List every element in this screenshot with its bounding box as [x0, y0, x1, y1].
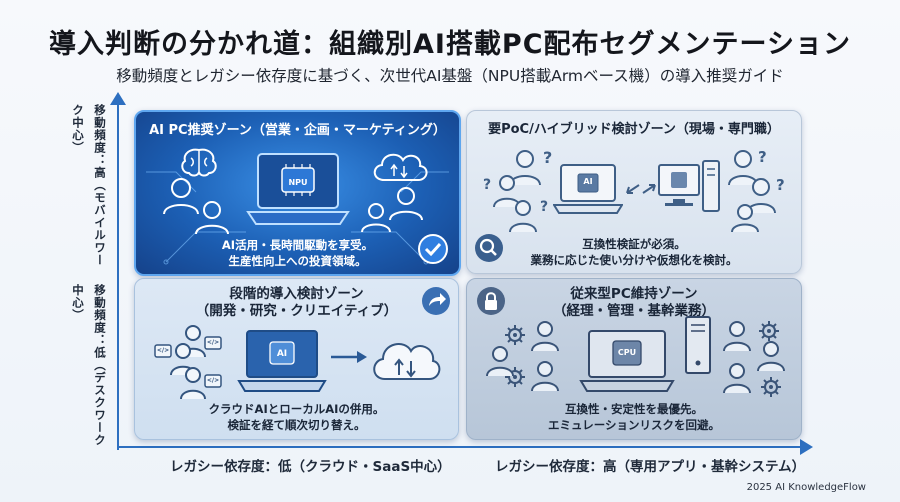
- gear-icon: [761, 377, 781, 397]
- x-axis-arrow-icon: [800, 439, 813, 455]
- quadrant-title: 要PoC/ハイブリッド検討ゾーン（現場・専門職）: [488, 122, 780, 137]
- quadrant-description: AI活用・長時間駆動を享受。 生産性向上への投資領域。: [221, 238, 374, 268]
- developer-icon: [180, 367, 222, 400]
- page-title: 導入判断の分かれ道：組織別AI搭載PC配布セグメンテーション: [48, 29, 851, 60]
- check-badge-icon: [418, 234, 448, 264]
- user-icon: [731, 204, 759, 233]
- ai-chip-label: AI: [276, 349, 288, 359]
- x-axis-label-low: レガシー依存度：低（クラウド・SaaS中心）: [170, 459, 451, 475]
- user-question-icon: ?: [509, 199, 548, 233]
- y-axis-label-high: 移動頻度：高（モバイルワーク中心）: [71, 104, 107, 267]
- gear-icon: [505, 325, 525, 345]
- user-icon: [723, 321, 751, 352]
- user-icon: [757, 341, 785, 372]
- svg-text:?: ?: [483, 177, 491, 193]
- x-axis-label-high: レガシー依存度：高（専用アプリ・基幹システム）: [495, 459, 806, 475]
- user-question-icon: ?: [509, 148, 552, 186]
- user-icon: [195, 201, 229, 235]
- brain-icon: [181, 148, 217, 177]
- user-icon: [723, 363, 751, 394]
- cloud-sync-icon: [373, 343, 441, 380]
- page-subtitle: 移動頻度とレガシー依存度に基づく、次世代AI基盤（NPU搭載Armベース機）の導…: [116, 67, 784, 85]
- gear-icon: [759, 321, 779, 341]
- y-axis-label-low: 移動頻度：低（デスクワーク中心）: [71, 284, 107, 447]
- x-axis: [118, 446, 803, 448]
- laptop-cpu-icon: [579, 330, 675, 392]
- credit: 2025 AI KnowledgeFlow: [746, 482, 866, 493]
- right-arrow-icon: [331, 351, 367, 363]
- search-icon: [475, 234, 503, 262]
- ai-chip-label: AI: [583, 177, 593, 186]
- quadrant-description: 互換性・安定性を最優先。 エミュレーションリスクを回避。: [547, 402, 721, 432]
- quadrant-title: AI PC推奨ゾーン（営業・企画・マーケティング）: [149, 123, 446, 138]
- exchange-arrow-icon: [626, 184, 656, 194]
- user-icon: [486, 346, 514, 377]
- y-axis-arrow-icon: [110, 92, 126, 105]
- npu-chip-label: NPU: [288, 178, 308, 187]
- desktop-pc-icon: [658, 160, 720, 212]
- cloud-sync-icon: [373, 153, 428, 181]
- code-glyph: </>: [156, 347, 170, 354]
- svg-text:?: ?: [540, 199, 548, 215]
- user-question-icon: ?: [483, 175, 521, 208]
- quadrant-description: クラウドAIとローカルAIの併用。 検証を経て順次切り替え。: [208, 402, 385, 432]
- cpu-chip-label: CPU: [617, 348, 637, 357]
- svg-text:?: ?: [543, 148, 552, 167]
- quadrant-title: 従来型PC維持ゾーン （経理・管理・基幹業務）: [553, 286, 715, 319]
- lock-icon: [477, 287, 505, 315]
- y-axis: [117, 100, 119, 450]
- svg-text:?: ?: [758, 148, 767, 166]
- svg-text:?: ?: [776, 176, 785, 194]
- desktop-tower-icon: [685, 316, 711, 374]
- user-icon: [361, 203, 391, 233]
- code-glyph: </>: [206, 377, 220, 384]
- user-icon: [531, 361, 559, 392]
- quadrant-phased-adoption: 段階的導入検討ゾーン （開発・研究・クリエイティブ） </> </> </> A…: [134, 278, 459, 440]
- quadrant-description: 互換性検証が必須。 業務に応じた使い分けや仮想化を検討。: [530, 237, 738, 267]
- laptop-ai-icon: [237, 330, 327, 392]
- share-arrow-icon: [422, 287, 450, 315]
- user-icon: [163, 178, 199, 215]
- quadrant-legacy-pc: 従来型PC維持ゾーン （経理・管理・基幹業務） CPU: [466, 278, 802, 440]
- quadrant-poc-hybrid: 要PoC/ハイブリッド検討ゾーン（現場・専門職） ? ? ? AI ?: [466, 110, 802, 274]
- quadrant-title: 段階的導入検討ゾーン （開発・研究・クリエイティブ）: [195, 286, 398, 319]
- user-icon: [389, 187, 423, 221]
- quadrant-ai-pc-recommended: AI PC推奨ゾーン（営業・企画・マーケティング） NPU AI活用・長時間駆動…: [134, 110, 461, 276]
- user-icon: [531, 321, 559, 352]
- code-glyph: </>: [206, 339, 220, 346]
- laptop-npu-icon: [246, 153, 350, 225]
- laptop-ai-icon: [553, 164, 623, 214]
